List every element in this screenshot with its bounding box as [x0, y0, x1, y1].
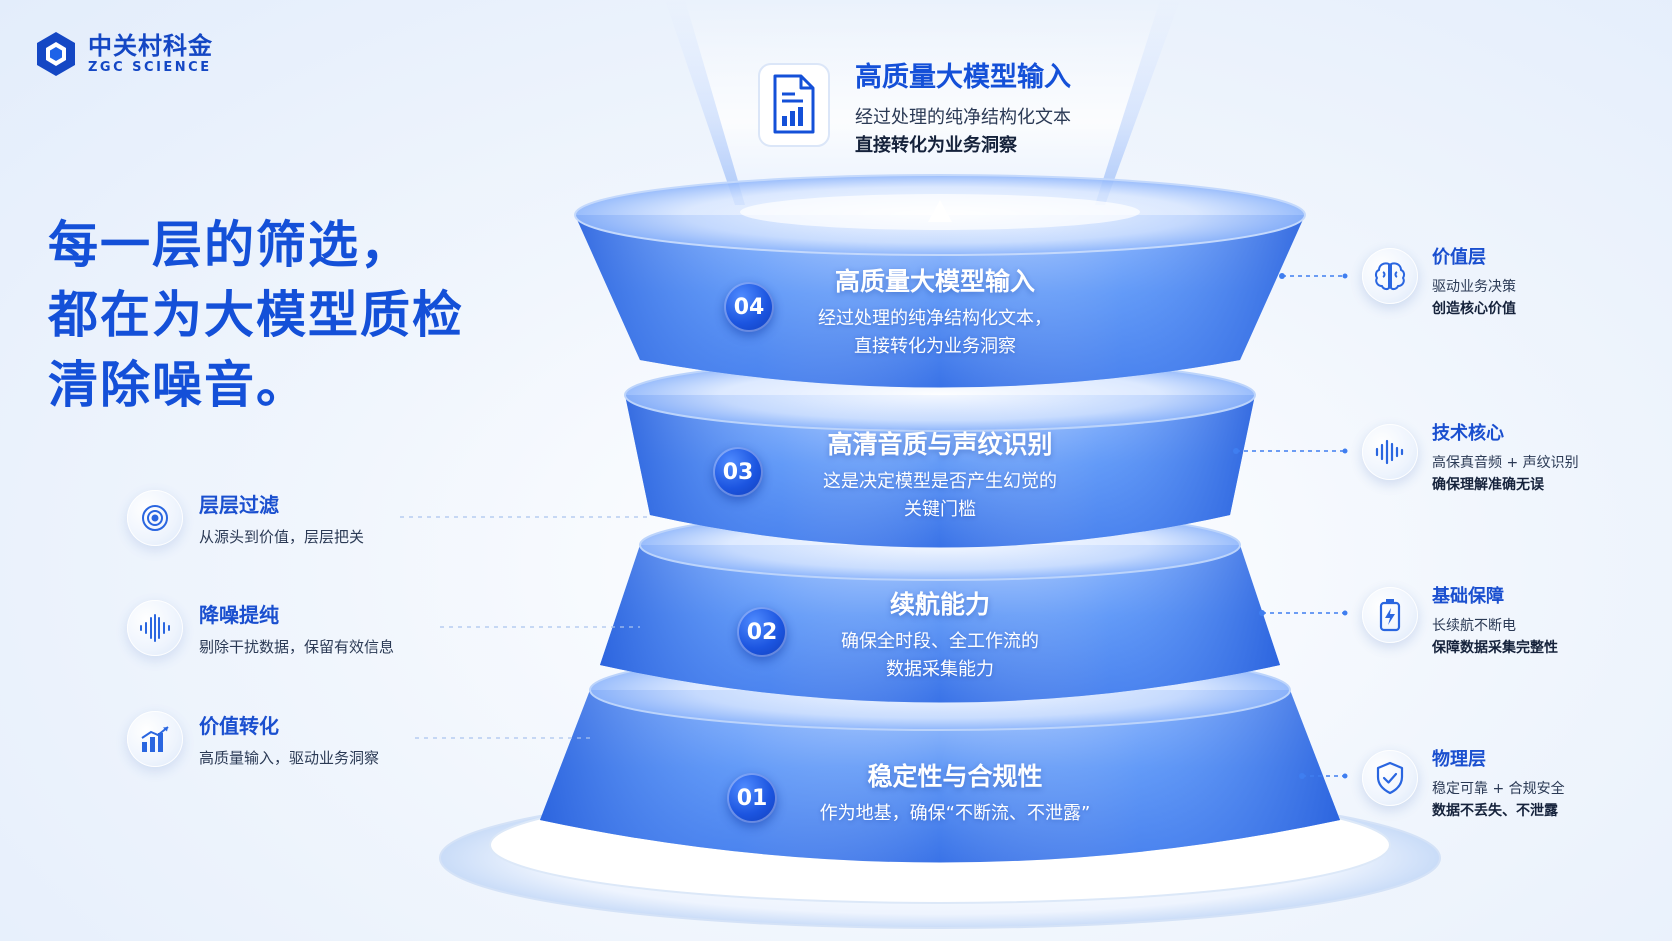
- tier-line-1: 确保全时段、全工作流的: [841, 631, 1039, 652]
- tier-line-2: 直接转化为业务洞察: [854, 336, 1016, 357]
- tier-line-2: 数据采集能力: [886, 659, 994, 680]
- feature-desc: 剔除干扰数据，保留有效信息: [199, 638, 395, 656]
- layer-value: 价值层 驱动业务决策 创造核心价值: [1362, 247, 1516, 320]
- brand-name-cn: 中关村科金: [88, 32, 213, 60]
- feature-value: 价值转化 高质量输入，驱动业务洞察: [127, 711, 379, 769]
- layer-tech-core: 技术核心 高保真音频 + 声纹识别 确保理解准确无误: [1362, 423, 1579, 496]
- feature-title: 层层过滤: [199, 493, 279, 517]
- shield-icon: [1362, 750, 1418, 806]
- hexagon-logo-icon: [37, 32, 75, 76]
- headline-line-1: 每一层的筛选，: [48, 216, 412, 274]
- tier-badge-03: 03: [713, 447, 763, 497]
- brand-name-en: ZGC SCIENCE: [88, 60, 212, 75]
- tier-line-1: 经过处理的纯净结构化文本，: [818, 308, 1052, 329]
- feature-title: 价值转化: [199, 714, 279, 738]
- tier-title: 稳定性与合规性: [867, 762, 1043, 791]
- layer-line-2: 数据不丢失、不泄露: [1432, 803, 1558, 819]
- layer-foundation: 基础保障 长续航不断电 保障数据采集完整性: [1362, 586, 1558, 659]
- layer-line-1: 稳定可靠 + 合规安全: [1432, 781, 1565, 797]
- headline-line-2: 都在为大模型质检: [48, 286, 464, 344]
- layer-line-1: 驱动业务决策: [1432, 279, 1516, 295]
- layer-title: 基础保障: [1432, 586, 1504, 607]
- layer-line-2: 创造核心价值: [1432, 301, 1516, 317]
- feature-denoise: 降噪提纯 剔除干扰数据，保留有效信息: [127, 600, 394, 658]
- tier-badge-04: 04: [724, 282, 774, 332]
- tier-badge-02: 02: [737, 607, 787, 657]
- layer-title: 价值层: [1432, 247, 1486, 268]
- top-card-line-1: 经过处理的纯净结构化文本: [855, 107, 1071, 128]
- feature-desc: 从源头到价值，层层把关: [199, 528, 365, 546]
- layer-title: 技术核心: [1432, 423, 1504, 444]
- brain-icon: [1362, 248, 1418, 304]
- top-card-title: 高质量大模型输入: [855, 62, 1071, 93]
- layer-line-1: 高保真音频 + 声纹识别: [1432, 455, 1579, 471]
- waveform-icon: [1362, 424, 1418, 480]
- brand-logo: 中关村科金 ZGC SCIENCE: [34, 30, 213, 78]
- tier-line-1: 这是决定模型是否产生幻觉的: [823, 471, 1057, 492]
- battery-icon: [1362, 587, 1418, 643]
- target-icon: [127, 490, 183, 546]
- layer-title: 物理层: [1432, 749, 1486, 770]
- feature-desc: 高质量输入，驱动业务洞察: [199, 749, 380, 767]
- tier-title: 高清音质与声纹识别: [827, 430, 1053, 459]
- tier-title: 高质量大模型输入: [834, 267, 1035, 296]
- top-card-line-2: 直接转化为业务洞察: [855, 135, 1017, 156]
- document-chart-icon: [758, 63, 830, 147]
- layer-physical: 物理层 稳定可靠 + 合规安全 数据不丢失、不泄露: [1362, 749, 1565, 822]
- top-output-card: 高质量大模型输入 经过处理的纯净结构化文本 直接转化为业务洞察: [755, 60, 1071, 160]
- tier-line-1: 作为地基，确保“不断流、不泄露”: [819, 803, 1091, 824]
- bar-chart-icon: [127, 711, 183, 767]
- tier-badge-01: 01: [727, 773, 777, 823]
- layer-line-1: 长续航不断电: [1432, 618, 1516, 634]
- tier-title: 续航能力: [889, 590, 990, 619]
- tier-01: 稳定性与合规性 作为地基，确保“不断流、不泄露”: [785, 760, 1125, 828]
- headline-line-3: 清除噪音。: [48, 356, 308, 414]
- layer-line-2: 确保理解准确无误: [1432, 477, 1544, 493]
- tier-04: 高质量大模型输入 经过处理的纯净结构化文本， 直接转化为业务洞察: [780, 265, 1090, 361]
- tier-03: 高清音质与声纹识别 这是决定模型是否产生幻觉的 关键门槛: [780, 428, 1100, 524]
- headline: 每一层的筛选， 都在为大模型质检 清除噪音。: [48, 210, 568, 420]
- tier-line-2: 关键门槛: [904, 499, 976, 520]
- waveform-icon: [127, 600, 183, 656]
- tier-02: 续航能力 确保全时段、全工作流的 数据采集能力: [790, 588, 1090, 684]
- feature-filter: 层层过滤 从源头到价值，层层把关: [127, 490, 364, 548]
- feature-title: 降噪提纯: [199, 603, 279, 627]
- layer-line-2: 保障数据采集完整性: [1432, 640, 1558, 656]
